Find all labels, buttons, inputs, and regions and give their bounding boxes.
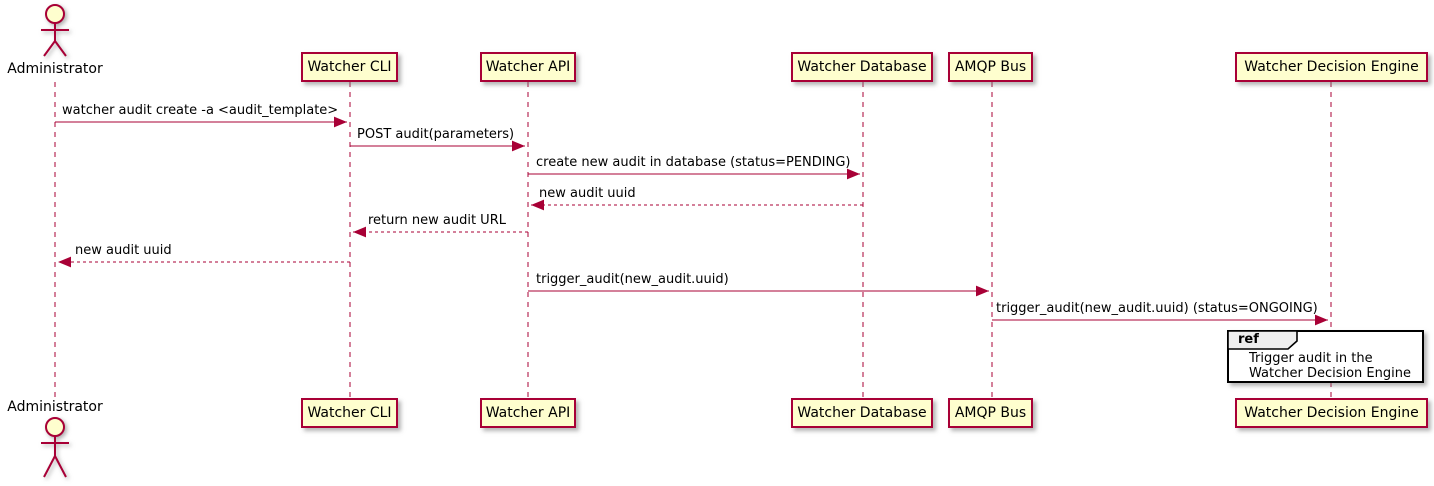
participant-box-watcher-database-top: Watcher Database bbox=[791, 52, 933, 82]
ref-fragment: ref Trigger audit in the Watcher Decisio… bbox=[1227, 330, 1424, 383]
message-label-3: create new audit in database (status=PEN… bbox=[536, 155, 851, 170]
actor-label-administrator-bottom: Administrator bbox=[7, 399, 103, 415]
ref-tag-label: ref bbox=[1238, 332, 1259, 347]
participant-box-watcher-api-bottom: Watcher API bbox=[480, 398, 576, 428]
participant-box-watcher-decision-engine-bottom: Watcher Decision Engine bbox=[1235, 398, 1428, 428]
participant-box-watcher-cli-bottom: Watcher CLI bbox=[301, 398, 398, 428]
ref-body-line-1: Trigger audit in the bbox=[1249, 351, 1373, 366]
ref-body-text: Trigger audit in the Watcher Decision En… bbox=[1249, 351, 1411, 381]
actor-figure-top bbox=[41, 4, 69, 57]
participant-box-watcher-database-bottom: Watcher Database bbox=[791, 398, 933, 428]
ref-tag-shape bbox=[1227, 330, 1298, 350]
actor-figure-bottom bbox=[41, 417, 69, 478]
participant-box-watcher-decision-engine-top: Watcher Decision Engine bbox=[1235, 52, 1428, 82]
message-label-1: watcher audit create -a <audit_template> bbox=[62, 103, 339, 118]
message-label-6: new audit uuid bbox=[75, 243, 172, 258]
ref-body-line-2: Watcher Decision Engine bbox=[1249, 366, 1411, 381]
participant-box-watcher-api-top: Watcher API bbox=[480, 52, 576, 82]
message-label-7: trigger_audit(new_audit.uuid) bbox=[536, 272, 729, 287]
message-label-5: return new audit URL bbox=[368, 213, 506, 228]
actor-label-administrator-top: Administrator bbox=[7, 61, 103, 77]
message-label-8: trigger_audit(new_audit.uuid) (status=ON… bbox=[996, 301, 1318, 316]
message-label-2: POST audit(parameters) bbox=[357, 127, 515, 142]
participant-box-watcher-cli-top: Watcher CLI bbox=[301, 52, 398, 82]
participant-box-amqp-bus-top: AMQP Bus bbox=[948, 52, 1033, 82]
message-label-4: new audit uuid bbox=[539, 186, 636, 201]
participant-box-amqp-bus-bottom: AMQP Bus bbox=[948, 398, 1033, 428]
